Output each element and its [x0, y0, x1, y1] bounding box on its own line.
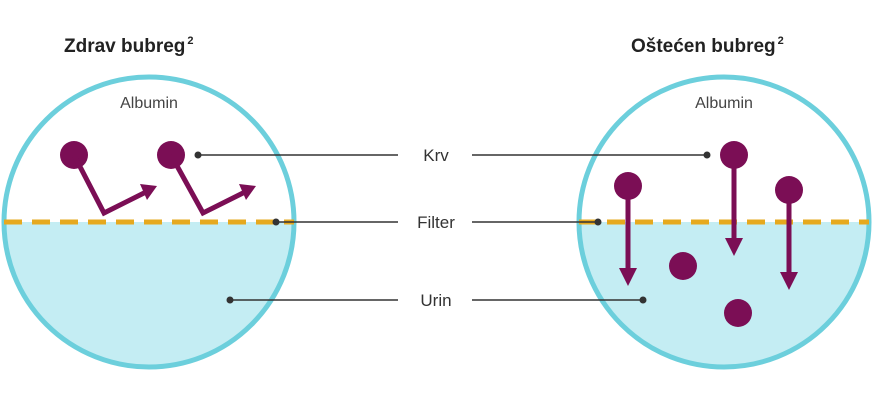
arrow-head	[725, 238, 743, 256]
leader-dot	[194, 151, 202, 159]
albumin-label-right: Albumin	[695, 95, 753, 112]
arrow-head	[619, 268, 637, 286]
damaged-kidney-circle: Albumin	[576, 74, 872, 370]
leader-dot	[594, 218, 602, 226]
albumin-pass-1	[614, 172, 642, 286]
albumin-pass-2	[720, 141, 748, 256]
arrow-head	[239, 184, 256, 200]
leader-dot	[703, 151, 711, 159]
urine-area-left	[4, 222, 294, 367]
leader-dot	[272, 218, 280, 226]
albumin-in-urine-2	[724, 299, 752, 327]
label-filter: Filter	[417, 213, 455, 232]
albumin-label-left: Albumin	[120, 95, 178, 112]
leader-dot	[639, 296, 647, 304]
albumin-bounce-2	[157, 141, 256, 217]
label-urine: Urin	[420, 291, 451, 310]
albumin-pass-3	[775, 176, 803, 290]
leader-dot	[226, 296, 234, 304]
urine-area-right	[579, 222, 869, 367]
healthy-kidney-circle: Albumin	[1, 74, 297, 370]
leaders	[194, 151, 711, 304]
albumin-in-urine-1	[669, 252, 697, 280]
arrow-head	[780, 272, 798, 290]
bounce-arrow	[168, 153, 247, 217]
bounce-arrow	[71, 153, 148, 217]
label-blood: Krv	[423, 146, 449, 165]
albumin-bounce-1	[60, 141, 157, 217]
arrow-head	[140, 184, 157, 200]
